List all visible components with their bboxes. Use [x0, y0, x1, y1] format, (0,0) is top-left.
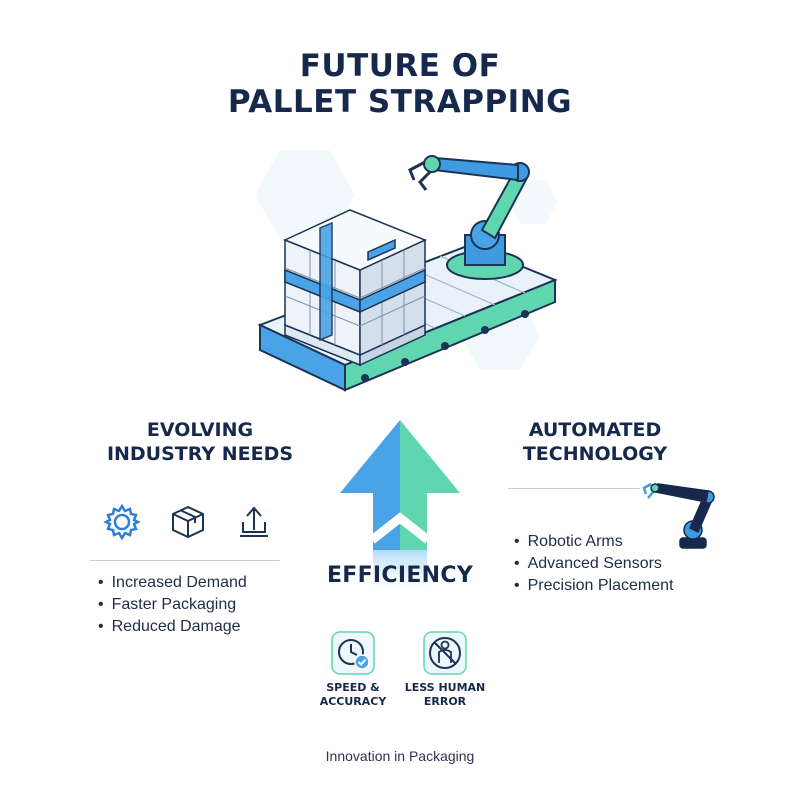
list-item: Advanced Sensors — [514, 553, 673, 575]
list-item: Robotic Arms — [514, 531, 673, 553]
robotic-arm — [408, 155, 530, 280]
up-arrow-icon — [340, 420, 460, 600]
pallet-boxes — [283, 209, 427, 367]
speed-accuracy-line-1: SPEED & — [326, 681, 380, 694]
right-bullet-list: Robotic Arms Advanced Sensors Precision … — [514, 531, 674, 597]
less-human-error-line-2: ERROR — [423, 695, 467, 708]
left-divider — [90, 560, 280, 561]
robotic-arm-icon — [642, 482, 715, 549]
pallet-conveyor-illustration — [255, 150, 558, 392]
left-heading-line-2: INDUSTRY NEEDS — [106, 443, 294, 465]
right-heading-line-1: AUTOMATED — [528, 419, 662, 441]
efficiency-label: EFFICIENCY — [326, 563, 474, 588]
left-bullet-list: Increased Demand Faster Packaging Reduce… — [98, 572, 247, 638]
left-heading-line-1: EVOLVING — [146, 419, 254, 441]
title-line-2: PALLET STRAPPING — [227, 84, 573, 120]
footer-tagline: Innovation in Packaging — [325, 748, 475, 764]
right-divider — [508, 488, 640, 489]
title-line-1: FUTURE OF — [299, 48, 501, 84]
list-item: Precision Placement — [514, 575, 674, 597]
list-item: Reduced Damage — [98, 616, 247, 638]
no-person-icon — [423, 631, 467, 675]
list-item: Increased Demand — [98, 572, 247, 594]
less-human-error-line-1: LESS HUMAN — [404, 681, 486, 694]
list-item: Faster Packaging — [98, 594, 247, 616]
speed-accuracy-line-2: ACCURACY — [319, 695, 387, 708]
gear-icon — [103, 503, 141, 541]
box-icon — [172, 505, 204, 539]
clock-check-icon — [331, 631, 375, 675]
upload-icon — [240, 506, 268, 537]
right-heading-line-2: TECHNOLOGY — [522, 443, 668, 465]
